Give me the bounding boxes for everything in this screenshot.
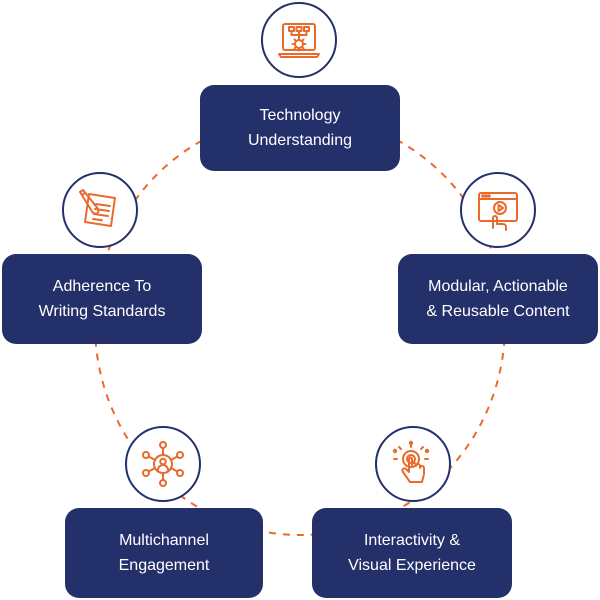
multichannel-icon-circle — [125, 426, 201, 502]
interactivity-line-2: Visual Experience — [348, 557, 476, 574]
adherence-line-1: Adherence To — [52, 278, 152, 295]
adherence-line-2: Writing Standards — [38, 303, 166, 320]
network-user-icon — [142, 441, 184, 487]
technology-icon-circle — [261, 2, 337, 78]
gear-laptop-icon — [278, 23, 320, 58]
modular-box: Modular, Actionable & Reusable Content — [398, 254, 598, 344]
adherence-box: Adherence To Writing Standards — [2, 254, 202, 344]
multichannel-box: Multichannel Engagement — [65, 508, 263, 598]
interactivity-box: Interactivity & Visual Experience — [312, 508, 512, 598]
modular-line-2: & Reusable Content — [426, 303, 570, 320]
pen-notepad-icon — [79, 189, 116, 227]
modular-icon-circle — [460, 172, 536, 248]
multichannel-line-1: Multichannel — [119, 532, 209, 549]
technology-line-1: Technology — [259, 107, 341, 124]
video-click-icon — [478, 192, 518, 231]
interactivity-icon-circle — [375, 426, 451, 502]
modular-line-1: Modular, Actionable — [428, 278, 568, 295]
multichannel-line-2: Engagement — [118, 557, 210, 574]
interactivity-line-1: Interactivity & — [363, 532, 461, 549]
technology-line-2: Understanding — [247, 132, 353, 149]
adherence-icon-circle — [62, 172, 138, 248]
touch-tap-icon — [392, 440, 430, 483]
technology-box: Technology Understanding — [200, 85, 400, 171]
